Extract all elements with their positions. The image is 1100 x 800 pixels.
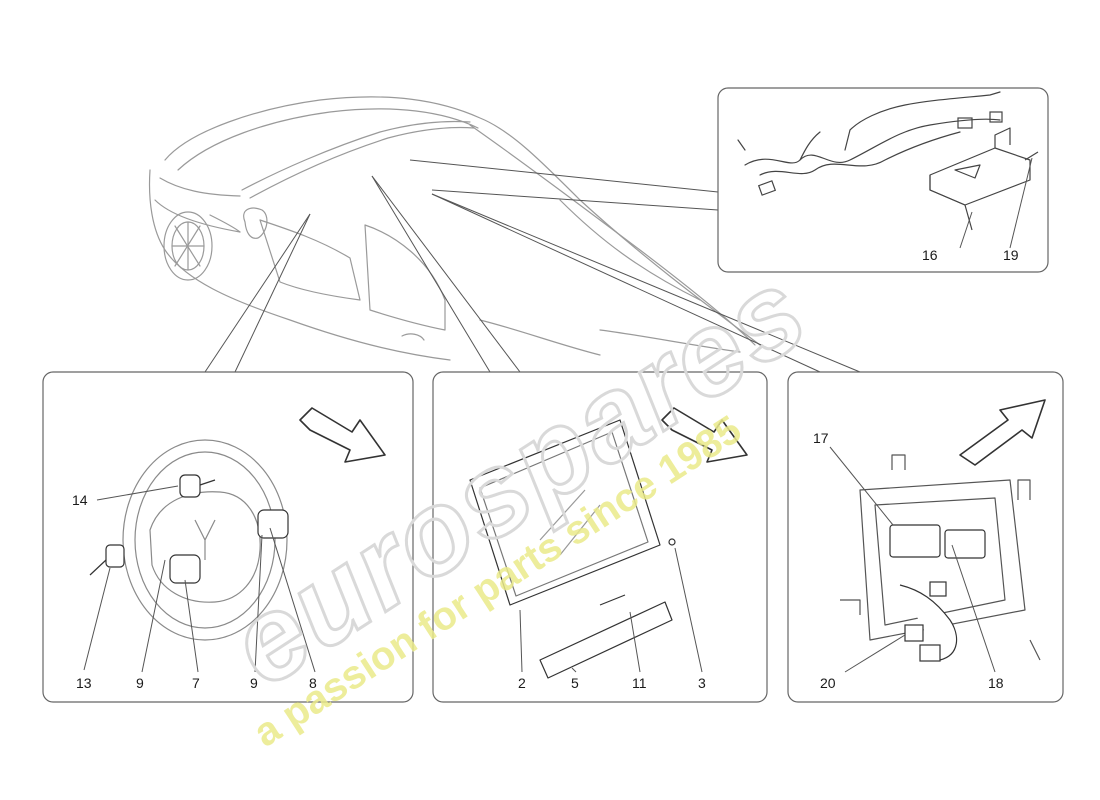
label-7: 7 [192,675,200,691]
console-frame [840,454,1041,661]
label-2: 2 [518,675,526,691]
direction-arrow-icon [959,399,1046,466]
inset-top-right: 16 19 [717,87,1049,273]
direction-arrow-icon [299,407,386,463]
inset-top-right-frame [717,87,1049,273]
wiring-harness [737,91,1003,196]
label-9b: 9 [250,675,258,691]
label-14: 14 [72,492,88,508]
inset-left: 14 13 9 7 9 8 [42,371,414,703]
label-17: 17 [813,430,829,446]
steering-controls [89,474,289,584]
label-19: 19 [1003,247,1019,263]
bracket [929,127,1039,231]
label-8: 8 [309,675,317,691]
label-20: 20 [820,675,836,691]
inset-right: 17 18 20 [787,371,1064,703]
direction-arrow-icon [661,407,748,463]
label-5: 5 [571,675,579,691]
label-18: 18 [988,675,1004,691]
display-unit [469,419,676,679]
inset-left-frame [42,371,414,703]
label-3: 3 [698,675,706,691]
label-9a: 9 [136,675,144,691]
callout-lines [204,159,861,373]
console-modules [889,524,986,662]
car-outline [148,96,761,361]
label-11: 11 [632,675,647,691]
label-16: 16 [922,247,938,263]
inset-center: 2 5 11 3 [432,371,768,703]
label-13: 13 [76,675,92,691]
